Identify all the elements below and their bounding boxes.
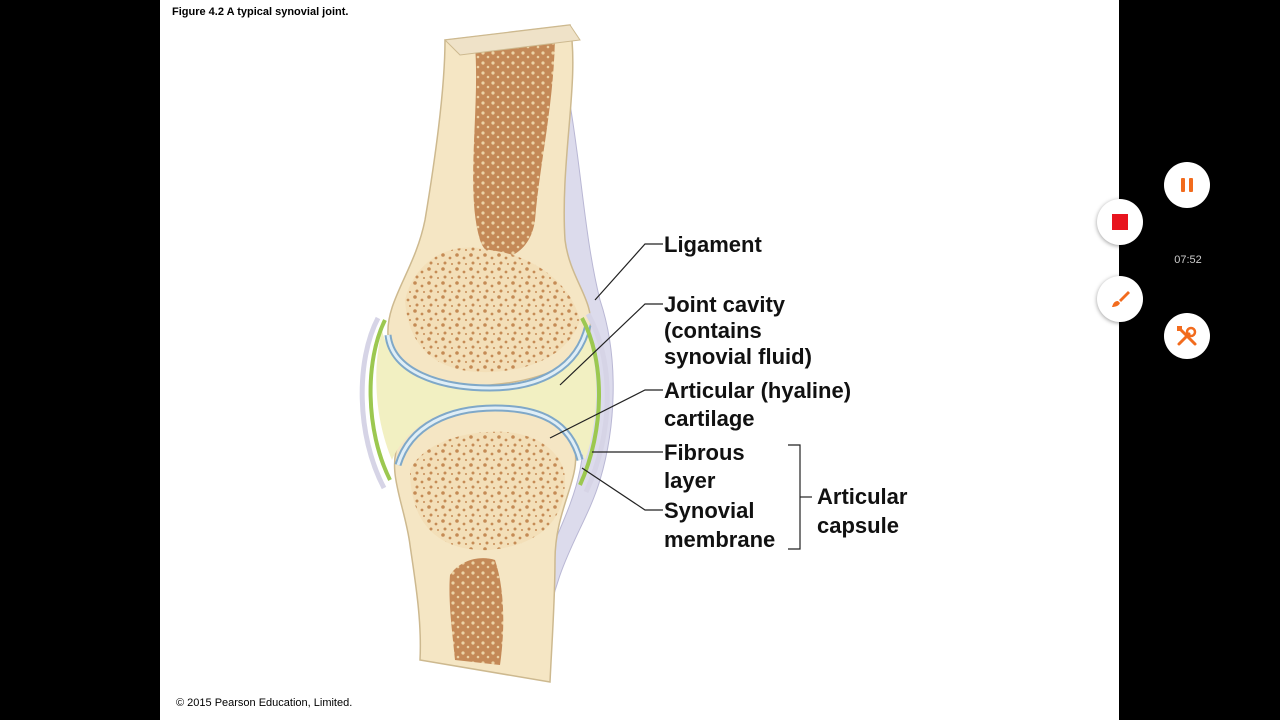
stop-button[interactable] xyxy=(1097,199,1143,245)
label-joint-cavity-line1: Joint cavity xyxy=(664,292,786,317)
label-ligament: Ligament xyxy=(664,232,762,257)
leader-synovial xyxy=(581,467,663,511)
slide: Figure 4.2 A typical synovial joint. xyxy=(160,0,1119,720)
brush-icon xyxy=(1112,291,1130,307)
stop-icon xyxy=(1112,214,1128,230)
label-fibrous-line1: Fibrous xyxy=(664,440,745,465)
label-synovial-line1: Synovial xyxy=(664,498,755,523)
upper-bone-top xyxy=(443,24,581,56)
tools-button[interactable] xyxy=(1164,313,1210,359)
label-joint-cavity-line2: (contains xyxy=(664,318,762,343)
leader-joint-cavity xyxy=(559,303,663,386)
fibrous-layer-right xyxy=(583,312,610,494)
synovial-membrane-right xyxy=(578,317,601,486)
label-fibrous-line2: layer xyxy=(664,468,716,493)
capsule-bracket xyxy=(788,444,801,550)
label-joint-cavity-line3: synovial fluid) xyxy=(664,344,812,369)
pause-button[interactable] xyxy=(1164,162,1210,208)
label-capsule-line2: capsule xyxy=(817,513,899,538)
label-capsule-line1: Articular xyxy=(817,484,908,509)
recording-timer: 07:52 xyxy=(1174,254,1202,266)
joint-cavity xyxy=(376,330,597,460)
upper-spongy xyxy=(405,247,580,373)
leader-cartilage xyxy=(549,389,663,439)
leader-ligament xyxy=(594,243,663,301)
label-synovial-line2: membrane xyxy=(664,527,776,552)
copyright-notice: © 2015 Pearson Education, Limited. xyxy=(176,697,353,709)
label-cartilage-line1: Articular (hyaline) xyxy=(664,378,852,403)
figure-title: Figure 4.2 A typical synovial joint. xyxy=(172,6,349,18)
synovial-membrane-left xyxy=(368,319,392,481)
synovial-joint-illustration xyxy=(359,24,812,683)
upper-marrow xyxy=(473,30,555,258)
lower-spongy xyxy=(410,431,565,551)
brush-button[interactable] xyxy=(1097,276,1143,322)
pause-icon xyxy=(1181,178,1193,192)
tools-icon xyxy=(1177,326,1197,346)
label-cartilage-line2: cartilage xyxy=(664,406,755,431)
lower-marrow xyxy=(449,558,504,665)
fibrous-layer-left xyxy=(359,316,387,490)
